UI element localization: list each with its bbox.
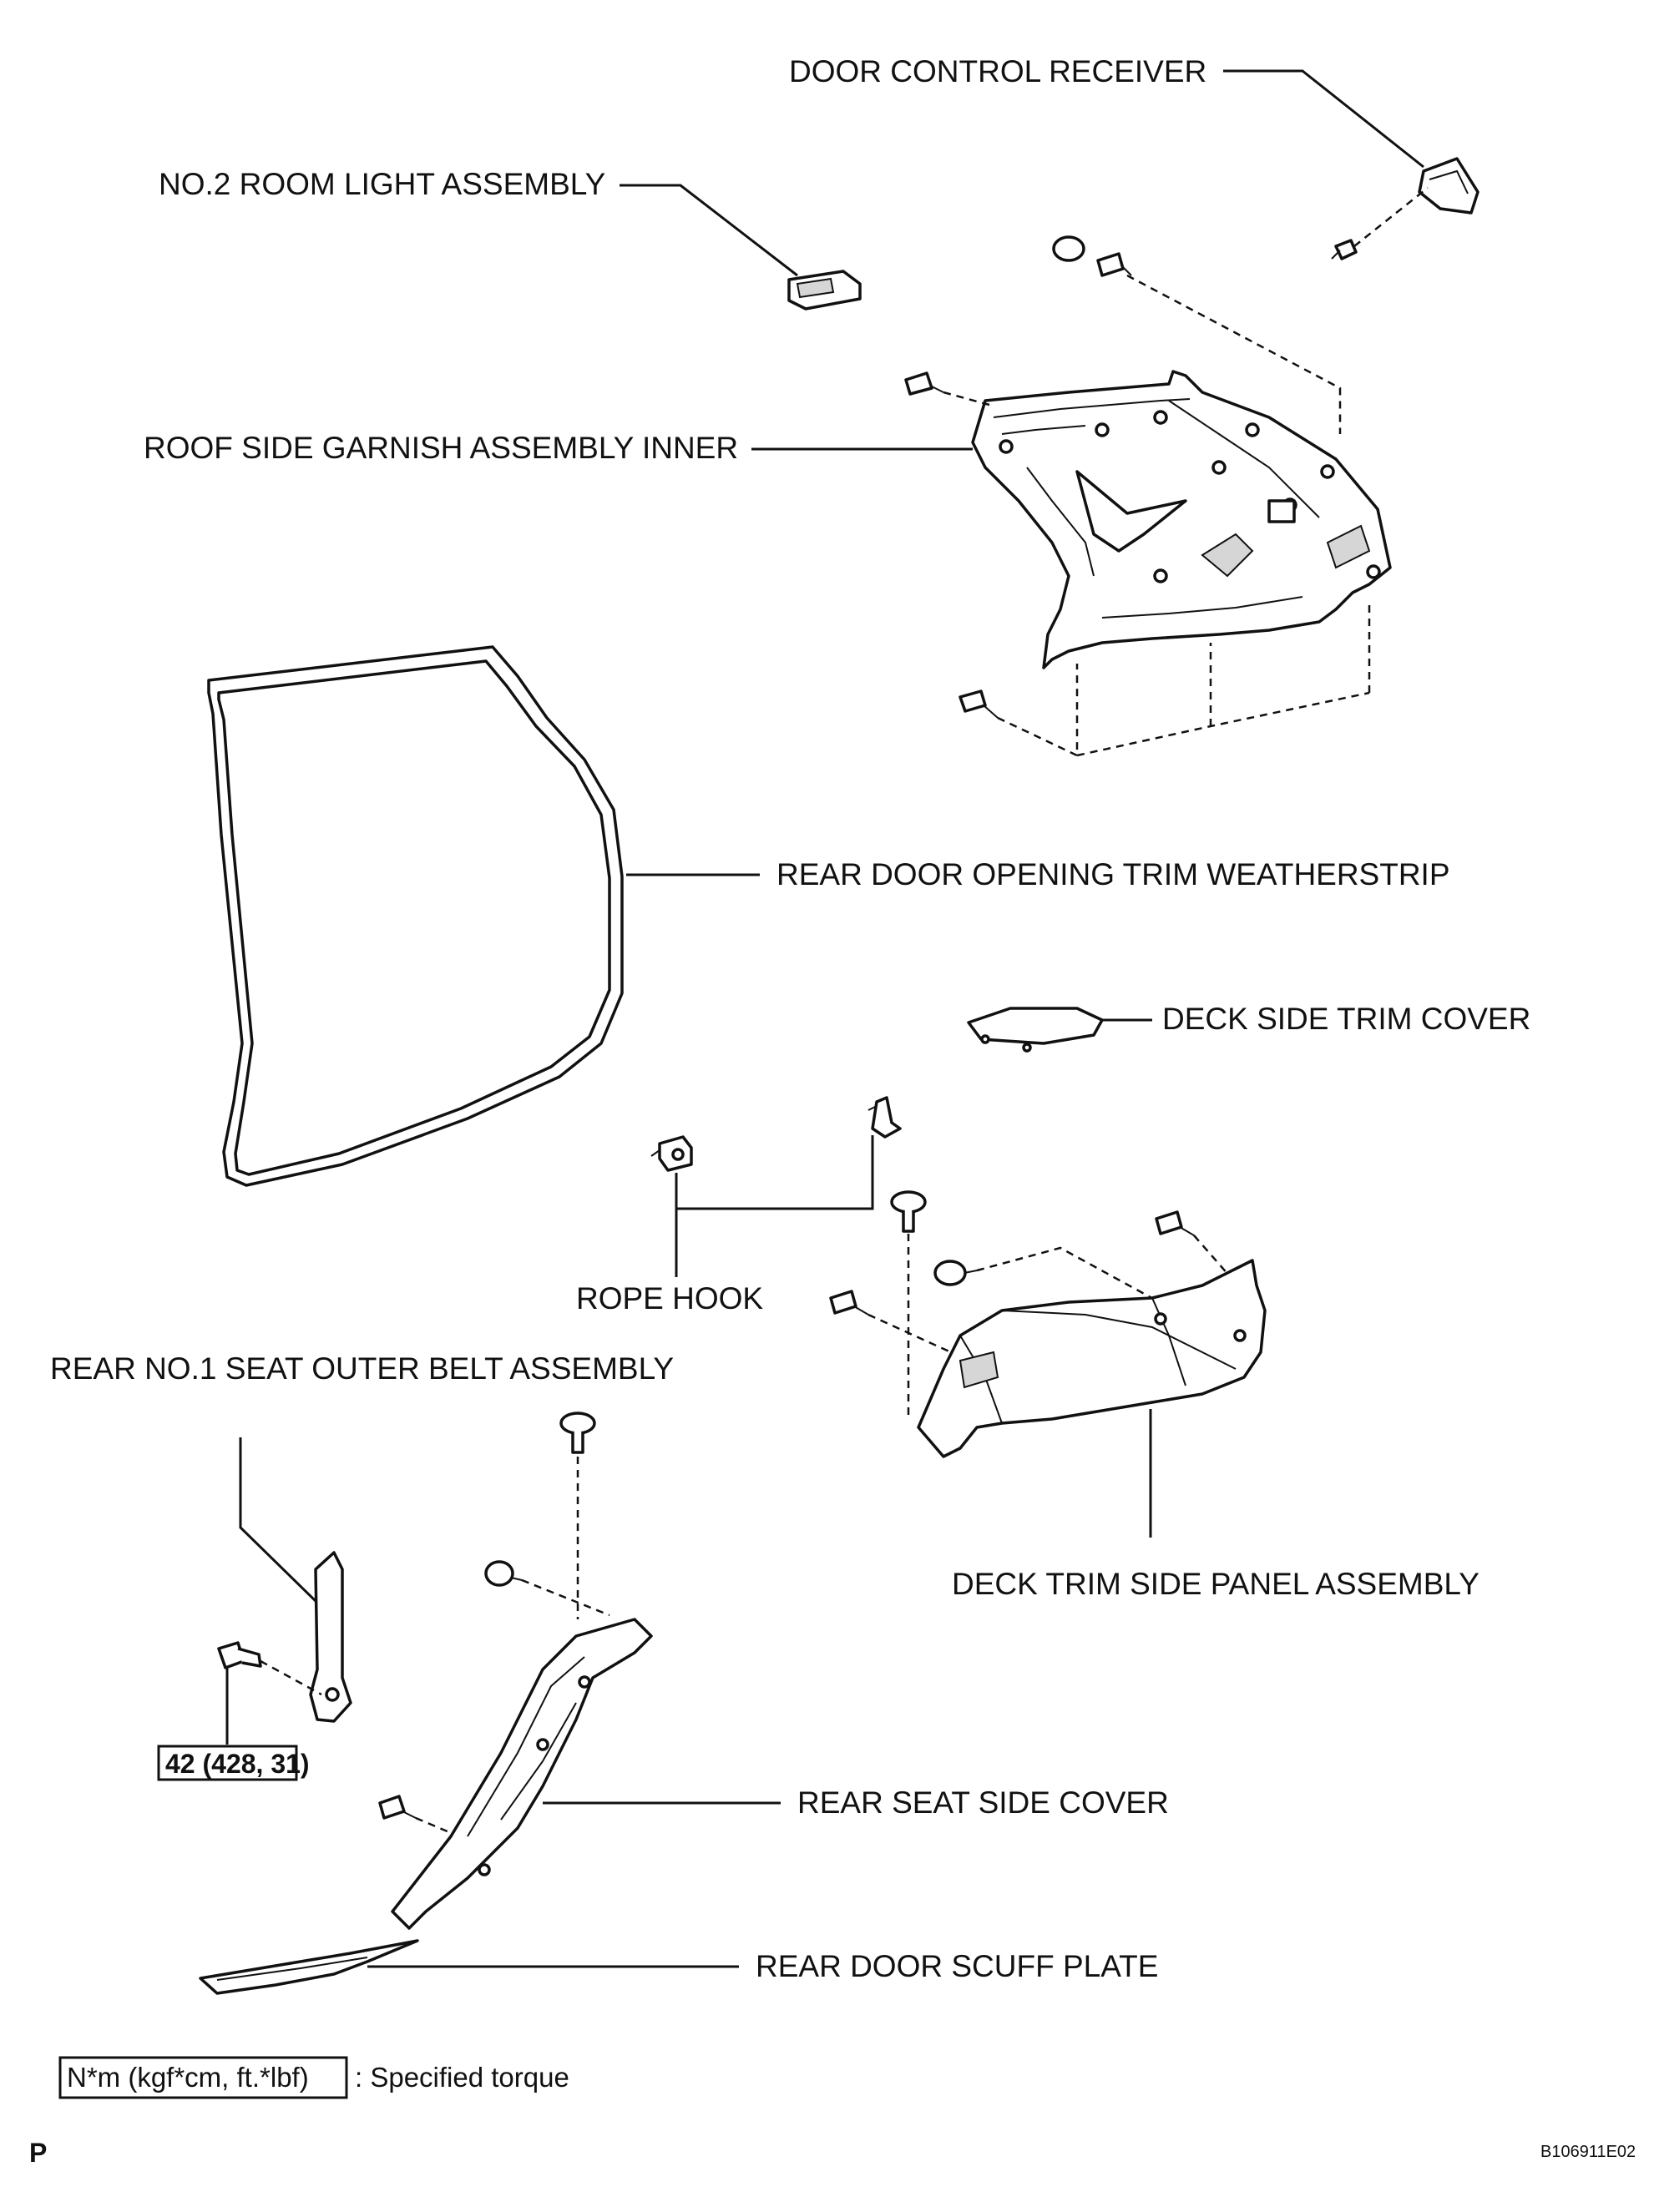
- rear-seat-side-cover-dashes: [415, 1457, 610, 1838]
- torque-spec-box: [157, 1745, 298, 1781]
- door-control-receiver-label: DOOR CONTROL RECEIVER: [789, 54, 1206, 88]
- garnish-bottom-dashes: [997, 601, 1371, 757]
- rear-seat-belt-label: REAR NO.1 SEAT OUTER BELT ASSEMBLY: [50, 1351, 674, 1386]
- roof-side-garnish-part: [971, 370, 1392, 669]
- no2-room-light-leader: [620, 184, 798, 277]
- rear-seat-side-cover-fasteners: [378, 1412, 596, 1820]
- door-control-receiver-dash: [1353, 187, 1429, 247]
- deck-side-trim-cover-label: DECK SIDE TRIM COVER: [1162, 1002, 1530, 1036]
- no2-room-light-part: [787, 270, 862, 311]
- rope-hook-leader: [675, 1135, 874, 1277]
- figure-code: B106911E02: [1540, 2143, 1636, 2161]
- torque-spec-value: 42 (428, 31): [165, 1749, 310, 1779]
- rope-hook-part-left: [650, 1135, 693, 1172]
- garnish-top-dash: [1126, 274, 1342, 434]
- deck-trim-side-panel-part: [917, 1259, 1267, 1458]
- deck-trim-side-panel-label: DECK TRIM SIDE PANEL ASSEMBLY: [952, 1567, 1479, 1601]
- garnish-left-screw: [904, 371, 944, 396]
- deck-trim-side-panel-fasteners: [829, 1190, 1195, 1316]
- garnish-left-dash: [943, 391, 990, 407]
- rear-door-scuff-plate-part: [199, 1939, 419, 1995]
- legend-unit-box: [58, 2056, 348, 2099]
- deck-trim-side-panel-dashes: [867, 1234, 1253, 1419]
- weatherstrip-part: [207, 645, 624, 1187]
- rear-seat-belt-part: [309, 1551, 352, 1723]
- legend-description: : Specified torque: [355, 2062, 569, 2093]
- garnish-bottom-screw: [959, 689, 999, 719]
- door-control-receiver-part: [1331, 157, 1479, 260]
- page-mark: P: [29, 2138, 47, 2168]
- legend-unit-text: N*m (kgf*cm, ft.*lbf): [67, 2062, 309, 2093]
- rope-hook-label: ROPE HOOK: [576, 1281, 763, 1316]
- rope-hook-part-right: [867, 1096, 902, 1139]
- rear-door-scuff-plate-label: REAR DOOR SCUFF PLATE: [756, 1949, 1158, 1983]
- rear-seat-belt-leader: [239, 1437, 319, 1604]
- no2-room-light-label: NO.2 ROOM LIGHT ASSEMBLY: [159, 167, 605, 201]
- seat-belt-bolt-dash: [260, 1659, 322, 1696]
- deck-side-trim-cover-part: [967, 1007, 1104, 1053]
- roof-side-garnish-label: ROOF SIDE GARNISH ASSEMBLY INNER: [144, 431, 738, 465]
- rear-seat-side-cover-label: REAR SEAT SIDE COVER: [797, 1785, 1169, 1820]
- weatherstrip-label: REAR DOOR OPENING TRIM WEATHERSTRIP: [776, 857, 1450, 891]
- rear-seat-side-cover-part: [391, 1618, 653, 1930]
- seat-belt-bolt: [217, 1641, 262, 1669]
- garnish-top-clip: [1052, 235, 1132, 277]
- door-control-receiver-leader: [1223, 69, 1424, 169]
